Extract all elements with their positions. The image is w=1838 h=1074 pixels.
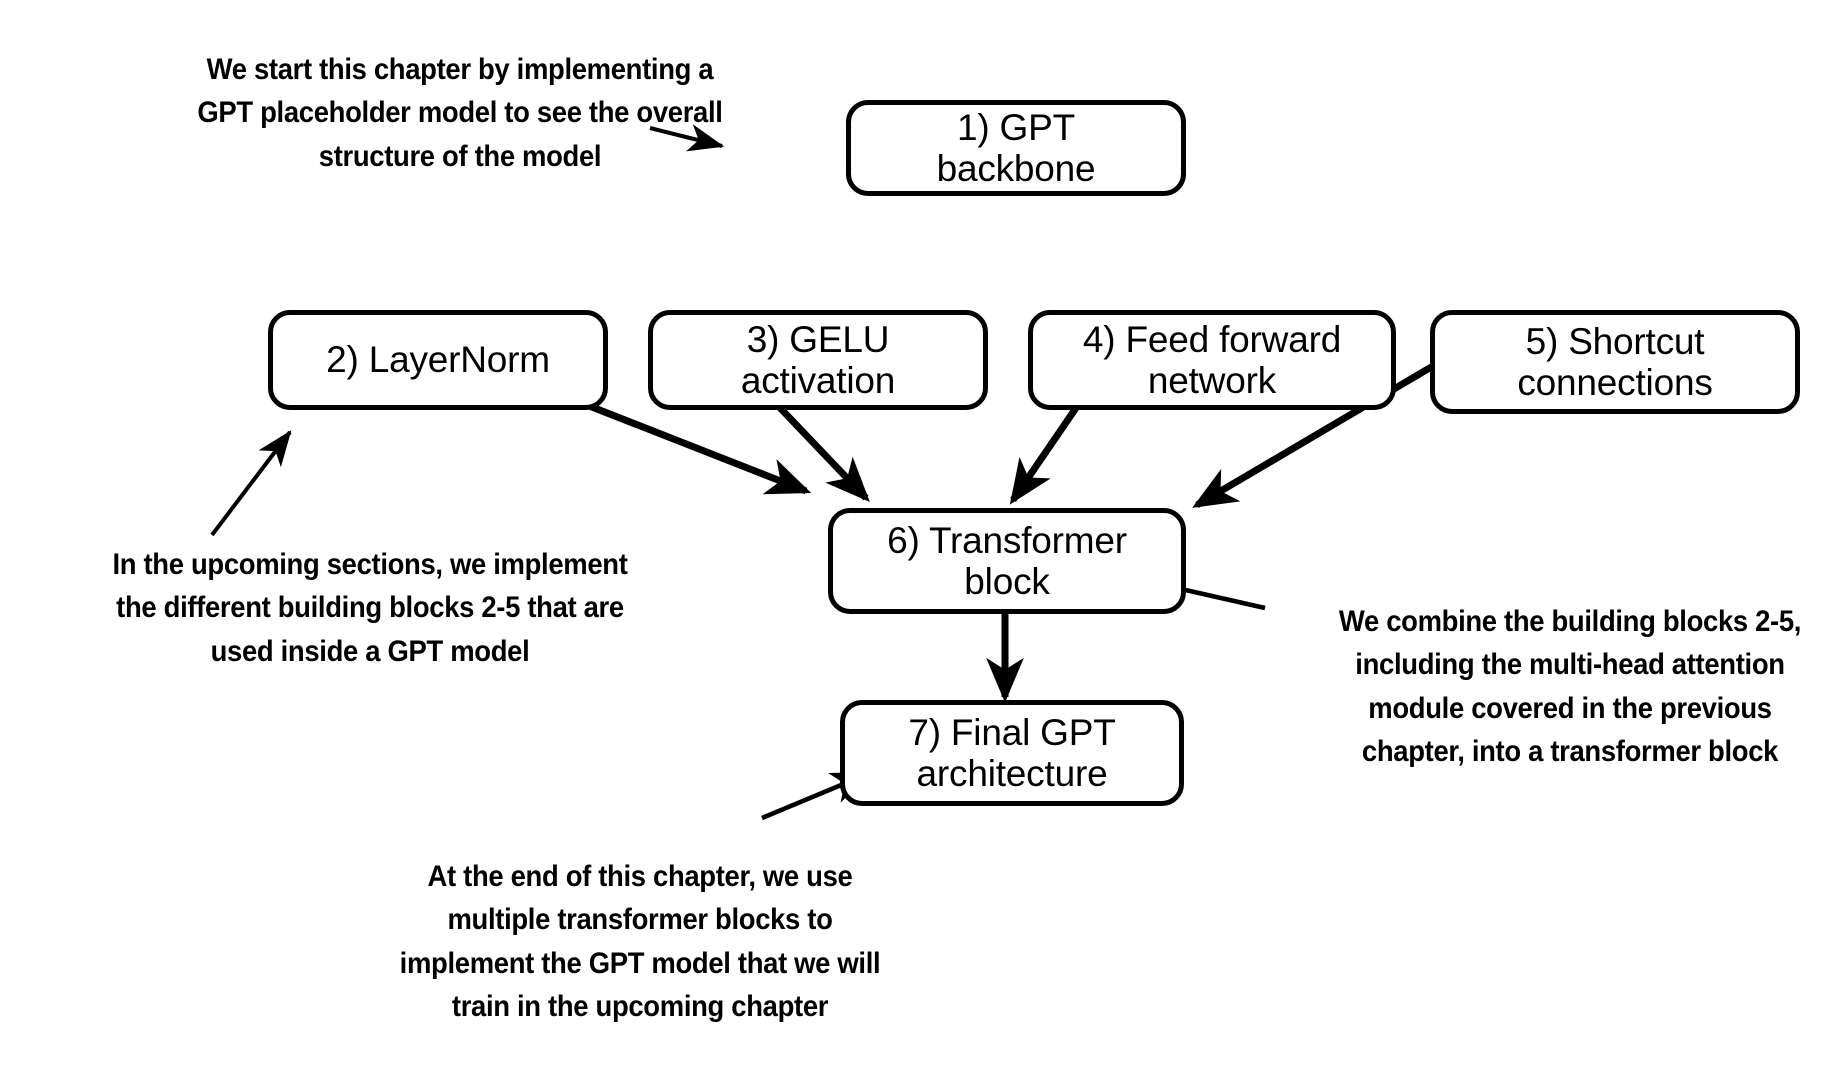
node-layernorm[interactable]: 2) LayerNorm [268, 310, 608, 410]
node-feed-forward[interactable]: 4) Feed forward network [1028, 310, 1396, 410]
node-gpt-backbone[interactable]: 1) GPT backbone [846, 100, 1186, 196]
node-final-gpt-architecture[interactable]: 7) Final GPT architecture [840, 700, 1184, 806]
node-transformer-block[interactable]: 6) Transformer block [828, 508, 1186, 614]
note-bottom: At the end of this chapter, we use multi… [399, 860, 881, 1024]
note-top-left: We start this chapter by implementing a … [197, 53, 723, 173]
node-gelu-activation[interactable]: 3) GELU activation [648, 310, 988, 410]
note-left: In the upcoming sections, we implement t… [112, 548, 628, 668]
node-shortcut-connections[interactable]: 5) Shortcut connections [1430, 310, 1800, 414]
note-right: We combine the building blocks 2-5, incl… [1338, 605, 1802, 769]
edge-note-left-to-layernorm [210, 430, 292, 537]
